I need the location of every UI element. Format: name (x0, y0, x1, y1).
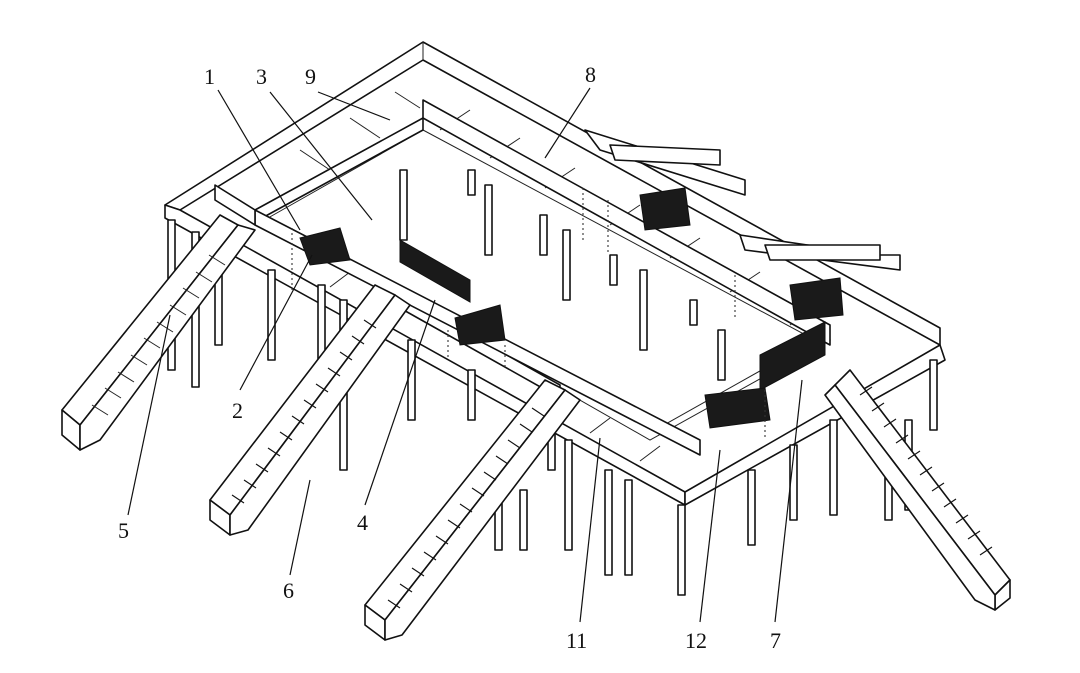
upper-ramps (584, 129, 901, 271)
gate-2 (299, 227, 351, 266)
label-7: 7 (770, 628, 781, 653)
fare-gates (291, 187, 844, 440)
staircase-5 (61, 214, 256, 451)
staircase-right (824, 369, 1011, 611)
gate-center (454, 304, 506, 346)
label-12: 12 (685, 628, 707, 653)
staircase-front (364, 379, 581, 641)
staircase-6 (209, 284, 411, 536)
gate-array-4 (399, 239, 471, 303)
gate-lower-right (704, 387, 771, 429)
callout-labels: 1 3 9 8 2 5 6 4 11 12 7 (118, 62, 781, 653)
gate-7-array (759, 321, 826, 391)
label-1: 1 (204, 64, 215, 89)
label-5: 5 (118, 518, 129, 543)
leader-lines (127, 87, 803, 623)
label-9: 9 (305, 64, 316, 89)
label-8: 8 (585, 62, 596, 87)
label-2: 2 (232, 398, 243, 423)
label-6: 6 (283, 578, 294, 603)
gate-upper-right-1 (639, 187, 691, 231)
label-11: 11 (566, 628, 587, 653)
label-3: 3 (256, 64, 267, 89)
gate-upper-right-2 (789, 277, 844, 321)
label-4: 4 (357, 510, 368, 535)
